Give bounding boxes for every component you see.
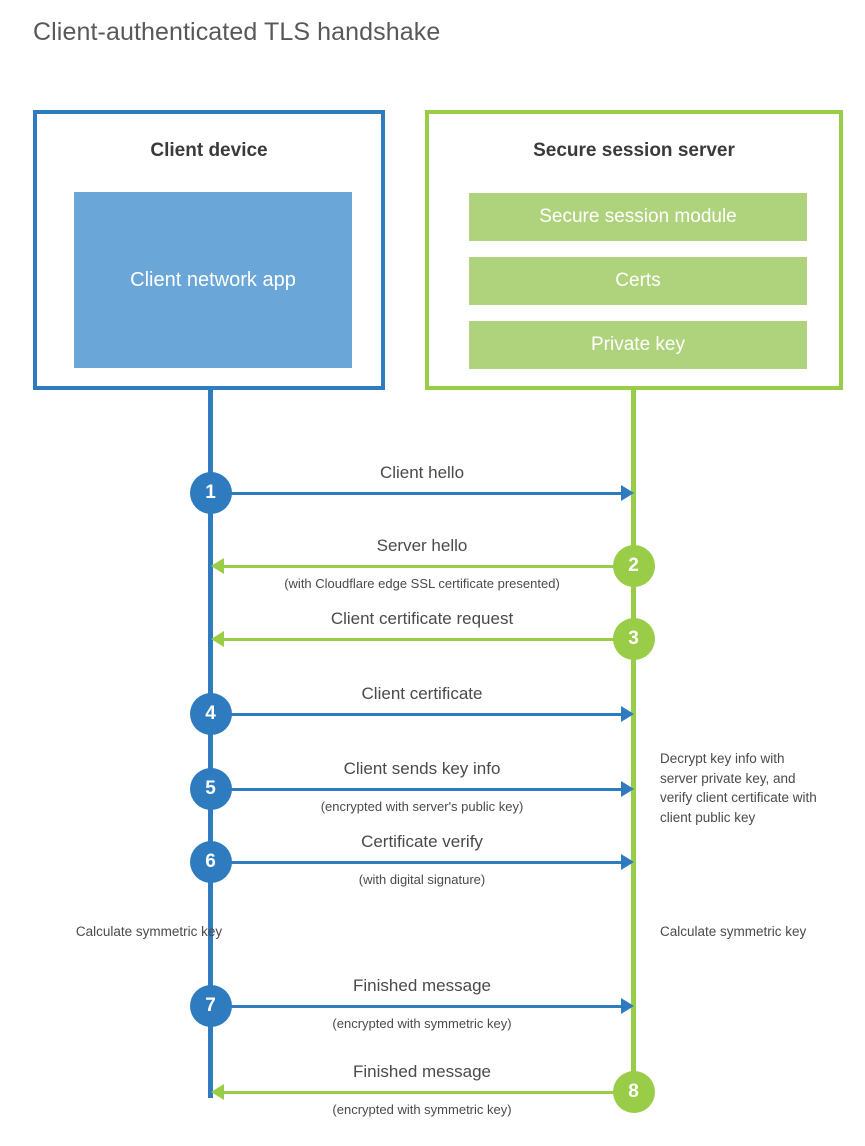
server-component-private-key: Private key bbox=[469, 321, 807, 369]
step-circle-1[interactable]: 1 bbox=[189, 472, 232, 514]
note-calculate-symmetric-key-client: Calculate symmetric key bbox=[75, 924, 223, 939]
client-device-title: Client device bbox=[150, 140, 268, 161]
message-sublabel-step-6: (with digital signature) bbox=[358, 872, 486, 887]
step-circle-2[interactable]: 2 bbox=[612, 545, 655, 587]
arrow-line-step-4 bbox=[210, 712, 621, 716]
server-component-certs: Certs bbox=[469, 257, 807, 305]
message-sublabel-step-5: (encrypted with server's public key) bbox=[320, 799, 524, 814]
server-lifeline bbox=[631, 390, 636, 1092]
arrow-head-step-1 bbox=[620, 485, 634, 501]
client-device-box: Client device Client network app bbox=[33, 110, 385, 390]
message-sublabel-step-7: (encrypted with symmetric key) bbox=[332, 1016, 512, 1031]
message-label-step-4: Client certificate bbox=[361, 684, 483, 703]
arrow-line-step-3 bbox=[223, 637, 634, 641]
arrow-line-step-8 bbox=[223, 1090, 634, 1094]
message-label-step-1: Client hello bbox=[379, 463, 465, 482]
step-circle-4[interactable]: 4 bbox=[189, 693, 232, 735]
step-circle-5[interactable]: 5 bbox=[189, 768, 232, 810]
arrow-line-step-1 bbox=[210, 491, 621, 495]
step-circle-3[interactable]: 3 bbox=[612, 618, 655, 660]
message-sublabel-step-8: (encrypted with symmetric key) bbox=[332, 1102, 512, 1117]
message-label-step-3: Client certificate request bbox=[330, 609, 514, 628]
arrow-line-step-2 bbox=[223, 564, 634, 568]
arrow-line-step-5 bbox=[210, 787, 621, 791]
arrow-head-step-3 bbox=[210, 631, 224, 647]
page-title: Client-authenticated TLS handshake bbox=[33, 18, 441, 46]
secure-session-server-title: Secure session server bbox=[533, 140, 735, 161]
arrow-head-step-4 bbox=[620, 706, 634, 722]
secure-session-server-box: Secure session server Secure session mod… bbox=[425, 110, 843, 390]
step-circle-7[interactable]: 7 bbox=[189, 985, 232, 1027]
step-circle-6[interactable]: 6 bbox=[189, 841, 232, 883]
note-calculate-symmetric-key-server: Calculate symmetric key bbox=[660, 924, 807, 939]
message-label-step-2: Server hello bbox=[376, 536, 468, 555]
message-label-step-7: Finished message bbox=[353, 976, 491, 995]
arrow-head-step-6 bbox=[620, 854, 634, 870]
message-label-step-5: Client sends key info bbox=[343, 759, 501, 778]
message-label-step-6: Certificate verify bbox=[361, 832, 483, 851]
arrow-head-step-2 bbox=[210, 558, 224, 574]
step-circle-8[interactable]: 8 bbox=[612, 1071, 655, 1113]
arrow-head-step-7 bbox=[620, 998, 634, 1014]
arrow-head-step-8 bbox=[210, 1084, 224, 1100]
arrow-head-step-5 bbox=[620, 781, 634, 797]
message-sublabel-step-2: (with Cloudflare edge SSL certificate pr… bbox=[284, 576, 560, 591]
note-decrypt-key-info: Decrypt key info with server private key… bbox=[660, 751, 817, 825]
message-label-step-8: Finished message bbox=[353, 1062, 491, 1081]
client-lifeline bbox=[208, 390, 213, 1098]
client-network-app-block: Client network app bbox=[74, 192, 352, 368]
arrow-line-step-7 bbox=[210, 1004, 621, 1008]
server-component-secure-session-module: Secure session module bbox=[469, 193, 807, 241]
arrow-line-step-6 bbox=[210, 860, 621, 864]
